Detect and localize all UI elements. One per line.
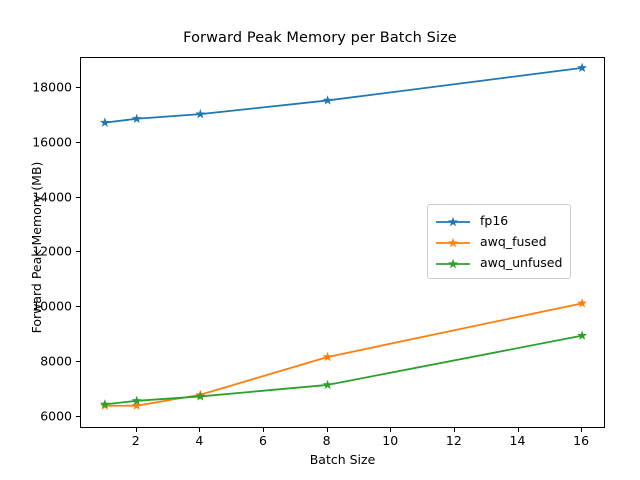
legend-item-fp16: fp16 — [435, 210, 562, 231]
plot-lines-svg — [99, 62, 588, 410]
x-tick-label: 4 — [195, 433, 204, 448]
legend-item-awq_unfused: awq_unfused — [435, 252, 562, 273]
y-tick-label: 10000 — [32, 298, 72, 314]
data-point-marker — [577, 298, 588, 308]
data-point-marker — [99, 117, 110, 127]
data-point-marker — [131, 400, 142, 410]
legend-label: fp16 — [480, 213, 509, 228]
y-tick-mark — [76, 251, 80, 253]
x-tick-label: 8 — [322, 433, 331, 448]
series-awq_unfused — [99, 330, 588, 409]
x-tick-label: 16 — [573, 433, 590, 448]
data-point-marker — [322, 351, 333, 362]
x-tick-label: 14 — [509, 433, 526, 448]
data-point-marker — [131, 395, 142, 406]
data-point-marker — [195, 108, 206, 119]
data-point-marker — [99, 399, 110, 409]
series-line — [103, 302, 584, 407]
y-tick-label: 6000 — [40, 408, 72, 424]
y-tick-label: 12000 — [32, 243, 72, 259]
series-line — [103, 66, 584, 124]
y-tick-label: 16000 — [32, 134, 72, 150]
x-tick-mark — [581, 428, 583, 432]
x-axis-label: Batch Size — [309, 452, 376, 467]
y-tick-mark — [76, 360, 80, 362]
x-tick-mark — [517, 428, 519, 432]
series-awq_fused — [99, 298, 588, 410]
chart-legend: fp16 awq_fused awq_unfused — [427, 204, 572, 279]
x-tick-mark — [199, 428, 201, 432]
x-tick-mark — [390, 428, 392, 432]
legend-swatch-icon — [435, 214, 471, 228]
data-point-marker — [577, 330, 588, 340]
y-tick-mark — [76, 306, 80, 308]
x-tick-mark — [135, 428, 137, 432]
x-tick-mark — [262, 428, 265, 432]
data-point-marker — [577, 62, 588, 73]
y-tick-mark — [76, 415, 80, 417]
x-tick-mark — [326, 428, 328, 432]
y-tick-mark — [76, 141, 80, 143]
y-tick-mark — [76, 196, 80, 198]
data-point-marker — [322, 379, 333, 390]
y-tick-mark — [76, 87, 80, 89]
x-tick-label: 6 — [258, 433, 267, 448]
legend-label: awq_fused — [480, 234, 547, 249]
y-tick-label: 18000 — [32, 79, 72, 95]
x-tick-label: 2 — [131, 433, 140, 448]
legend-item-awq_fused: awq_fused — [435, 231, 562, 252]
y-tick-label: 8000 — [40, 353, 72, 369]
legend-swatch-icon — [435, 235, 471, 249]
series-line — [103, 334, 584, 406]
data-point-marker — [195, 391, 206, 401]
x-tick-label: 12 — [445, 433, 462, 448]
x-tick-label: 10 — [382, 433, 399, 448]
legend-label: awq_unfused — [480, 255, 563, 270]
legend-swatch-icon — [435, 256, 471, 270]
x-tick-mark — [453, 428, 455, 432]
data-point-marker — [131, 113, 142, 123]
y-tick-label: 14000 — [32, 189, 72, 205]
data-point-marker — [322, 95, 333, 105]
series-fp16 — [99, 62, 588, 127]
chart-title: Forward Peak Memory per Batch Size — [183, 30, 457, 46]
